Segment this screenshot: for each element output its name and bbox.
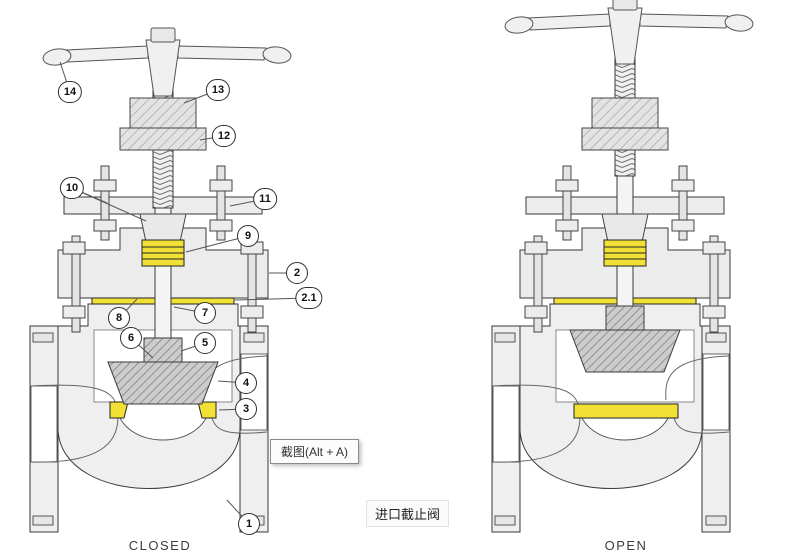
callout-1: 1 <box>238 513 260 535</box>
callout-11: 11 <box>253 188 277 210</box>
screenshot-hotkey-tooltip: 截图(Alt + A) <box>270 439 360 464</box>
seat-ring-left <box>109 401 129 419</box>
callout-2: 2 <box>286 262 308 284</box>
callout-12: 12 <box>211 125 237 147</box>
caption-open: OPEN <box>604 538 648 553</box>
seat-ring-open <box>573 403 679 419</box>
callout-3: 3 <box>235 398 257 420</box>
callout-10: 10 <box>59 177 85 199</box>
callout-13: 13 <box>205 79 231 101</box>
seat-ring-right <box>197 401 217 419</box>
callout-14: 14 <box>57 81 83 103</box>
callout-6: 6 <box>120 327 142 349</box>
caption-closed: CLOSED <box>128 538 192 553</box>
valve-closed <box>29 27 293 533</box>
callout-7: 7 <box>194 302 216 324</box>
valve-open <box>491 0 755 533</box>
callout-5: 5 <box>194 332 216 354</box>
callout-8: 8 <box>108 307 130 329</box>
callout-2-1: 2.1 <box>295 287 323 309</box>
valve-name-label: 进口截止阀 <box>366 500 450 527</box>
callout-9: 9 <box>237 225 259 247</box>
callout-4: 4 <box>235 372 257 394</box>
